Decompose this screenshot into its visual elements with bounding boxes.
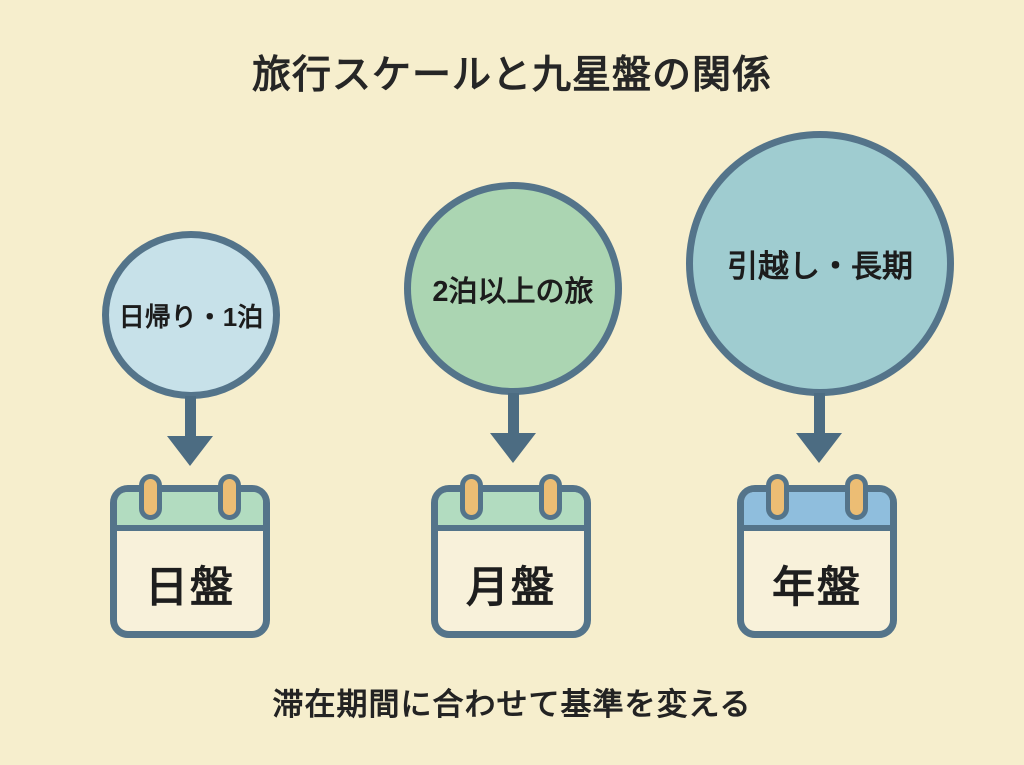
calendar-peg-right [845,474,868,520]
down-arrow-icon [796,393,842,463]
calendar-peg-left [766,474,789,520]
calendar-day-label: 日盤 [145,563,235,612]
scale-circle-month: 2泊以上の旅 [404,182,622,395]
arrow-head [167,436,213,466]
calendar-peg-left [139,474,162,520]
calendar-month: 月盤 [431,474,591,638]
scale-circle-day-label: 日帰り・1泊 [118,301,264,332]
arrow-stem [813,393,825,433]
calendar-year-label: 年盤 [772,563,862,612]
arrow-head [490,433,536,463]
arrow-stem [507,393,519,433]
arrow-head [796,433,842,463]
arrow-stem [184,396,196,436]
scale-circle-day: 日帰り・1泊 [102,231,280,399]
calendar-month-label: 月盤 [466,563,556,612]
down-arrow-icon [490,393,536,463]
calendar-day: 日盤 [110,474,270,638]
calendar-year: 年盤 [737,474,897,638]
scale-circle-year-label: 引越し・長期 [727,249,913,284]
down-arrow-icon [167,396,213,466]
calendar-peg-right [539,474,562,520]
scale-circle-month-label: 2泊以上の旅 [432,275,594,308]
calendar-peg-right [218,474,241,520]
diagram-caption: 滞在期間に合わせて基準を変える [272,687,752,722]
diagram-title: 旅行スケールと九星盤の関係 [251,54,772,97]
calendar-peg-left [460,474,483,520]
scale-circle-year: 引越し・長期 [686,131,954,396]
